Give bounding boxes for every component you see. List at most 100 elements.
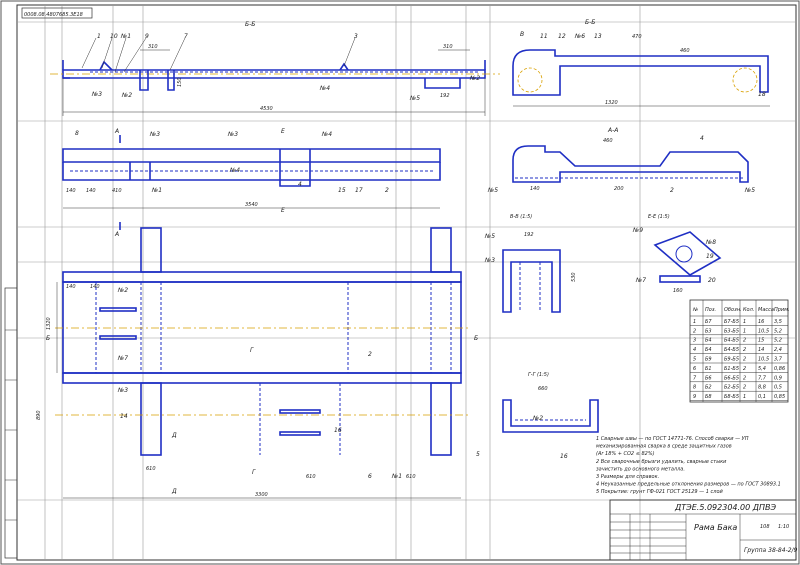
note-line: (Ar 18% + CO2 ≤ 82%): [596, 451, 655, 457]
svg-text:1: 1: [97, 33, 101, 40]
dim-610: 610: [146, 466, 156, 472]
section-letter-e: Е: [281, 128, 285, 135]
spec-cell: 2,4: [774, 347, 782, 353]
svg-text:№4: №4: [229, 167, 240, 174]
svg-text:№3: №3: [484, 257, 495, 264]
svg-text:140: 140: [86, 188, 96, 194]
spec-cell: 2: [693, 328, 696, 334]
spec-cell: Б4: [705, 338, 712, 344]
view-label: Б-Б: [245, 21, 255, 28]
spec-cell: 10,5: [758, 328, 769, 334]
spec-cell: 2: [743, 338, 746, 344]
svg-text:192: 192: [524, 232, 534, 238]
svg-text:№3: №3: [91, 91, 102, 98]
section-letter-d: Д: [171, 432, 177, 439]
svg-text:№3: №3: [117, 387, 128, 394]
spec-cell: 1: [693, 319, 696, 325]
svg-text:19: 19: [706, 253, 714, 260]
spec-cell: 9: [693, 394, 696, 400]
spec-cell: 3,7: [774, 357, 783, 363]
svg-text:17: 17: [355, 187, 363, 194]
section-letter-a2: А: [114, 231, 119, 238]
dim-160: 160: [673, 288, 683, 294]
dim-192: 192: [440, 93, 450, 99]
svg-text:460: 460: [603, 138, 613, 144]
svg-text:18: 18: [758, 91, 766, 98]
dim-150: 150: [177, 77, 183, 87]
dim-140: 140: [66, 188, 76, 194]
svg-text:№6: №6: [574, 33, 585, 40]
spec-header-cell: Обозн.: [724, 307, 742, 313]
spec-cell: Б9: [705, 357, 712, 363]
spec-cell: Б7-Б5: [724, 319, 739, 325]
note-line: 2 Все сварочные брызги удалить, сварные …: [596, 459, 727, 465]
spec-cell: Б1: [705, 366, 712, 372]
spec-cell: 1: [743, 328, 746, 334]
spec-cell: 1: [743, 394, 746, 400]
note-line: зачистить до основного металла.: [596, 466, 685, 472]
section-letter-d2: Д: [171, 488, 177, 495]
title-group: Группа 38-84-2/9: [744, 547, 798, 554]
spec-cell: 8,8: [758, 385, 766, 391]
svg-text:№5: №5: [744, 187, 755, 194]
section-letter-b2: Б: [474, 335, 478, 342]
svg-text:5: 5: [476, 451, 480, 458]
svg-text:11: 11: [540, 33, 548, 40]
svg-text:№3: №3: [227, 131, 238, 138]
spec-cell: Б3-Б5: [724, 328, 739, 334]
dim-310: 310: [148, 44, 158, 50]
svg-text:№1: №1: [120, 33, 131, 40]
svg-text:№2: №2: [469, 75, 480, 82]
svg-text:№9: №9: [632, 227, 643, 234]
spec-header-cell: Кол.: [743, 307, 754, 313]
svg-text:7: 7: [184, 33, 188, 40]
spec-cell: 5: [693, 357, 696, 363]
dim-530: 530: [571, 272, 577, 282]
binding-strip: [4, 287, 18, 559]
spec-cell: 2: [743, 357, 746, 363]
svg-text:610: 610: [406, 474, 416, 480]
section-letter-v: В: [520, 31, 524, 38]
svg-text:14: 14: [120, 413, 128, 420]
title-scale: 1:10: [778, 524, 789, 530]
note-line: 1 Сварные швы — по ГОСТ 14771-76. Способ…: [596, 436, 749, 442]
spec-cell: Б4-Б5: [724, 338, 739, 344]
spec-cell: Б8-Б5: [724, 394, 739, 400]
note-line: 4 Неуказанные предельные отклонения разм…: [596, 482, 781, 488]
spec-cell: 7: [693, 375, 697, 381]
view-right-mid: А-А 460 200 140 №5 №5 2 4: [487, 127, 755, 194]
title-name: Рама Бака: [694, 523, 737, 532]
view-plan: Б Б Г Г Д Д 3300 1320 610 610 610 140 14…: [36, 227, 480, 499]
spec-cell: Б2-Б5: [724, 385, 739, 391]
spec-cell: Б3: [705, 328, 712, 334]
svg-text:№4: №4: [321, 131, 332, 138]
spec-cell: 16: [758, 319, 764, 325]
svg-text:13: 13: [594, 33, 602, 40]
spec-cell: 0,86: [774, 366, 785, 372]
spec-header-cell: Масса: [758, 307, 774, 313]
spec-cell: 2: [743, 385, 746, 391]
view-right-top: Б-Б В 1320 470 460 11 12 №6 13 18: [512, 19, 770, 107]
svg-text:6: 6: [368, 473, 372, 480]
svg-text:№2: №2: [532, 415, 543, 422]
svg-text:610: 610: [306, 474, 316, 480]
svg-text:10: 10: [110, 33, 118, 40]
spec-cell: Б1-Б5: [724, 366, 739, 372]
spec-cell: 4: [693, 347, 696, 353]
callouts-top: 1 10 №1 9 7 3 №2 №3 №2 №4 №5: [81, 33, 480, 102]
svg-text:№7: №7: [117, 355, 128, 362]
spec-cell: 5,2: [774, 338, 782, 344]
note-line: механизированная сварка в среде защитных…: [596, 444, 732, 450]
note-line: 5 Покрытие: грунт ГФ-021 ГОСТ 25129 — 1 …: [596, 489, 724, 495]
spec-cell: 3: [693, 338, 696, 344]
view-label: А-А: [607, 127, 618, 134]
spec-header-cell: №: [692, 307, 698, 313]
svg-text:140: 140: [90, 284, 100, 290]
spec-cell: Б7: [705, 319, 712, 325]
dim-1320: 1320: [46, 317, 52, 330]
svg-text:№4: №4: [319, 85, 330, 92]
svg-text:№3: №3: [149, 131, 160, 138]
title-block: ДТЭЕ.5.092304.00 ДПВЭ Рама Бака 108 1:10…: [609, 499, 798, 561]
spec-cell: 0,5: [774, 385, 782, 391]
